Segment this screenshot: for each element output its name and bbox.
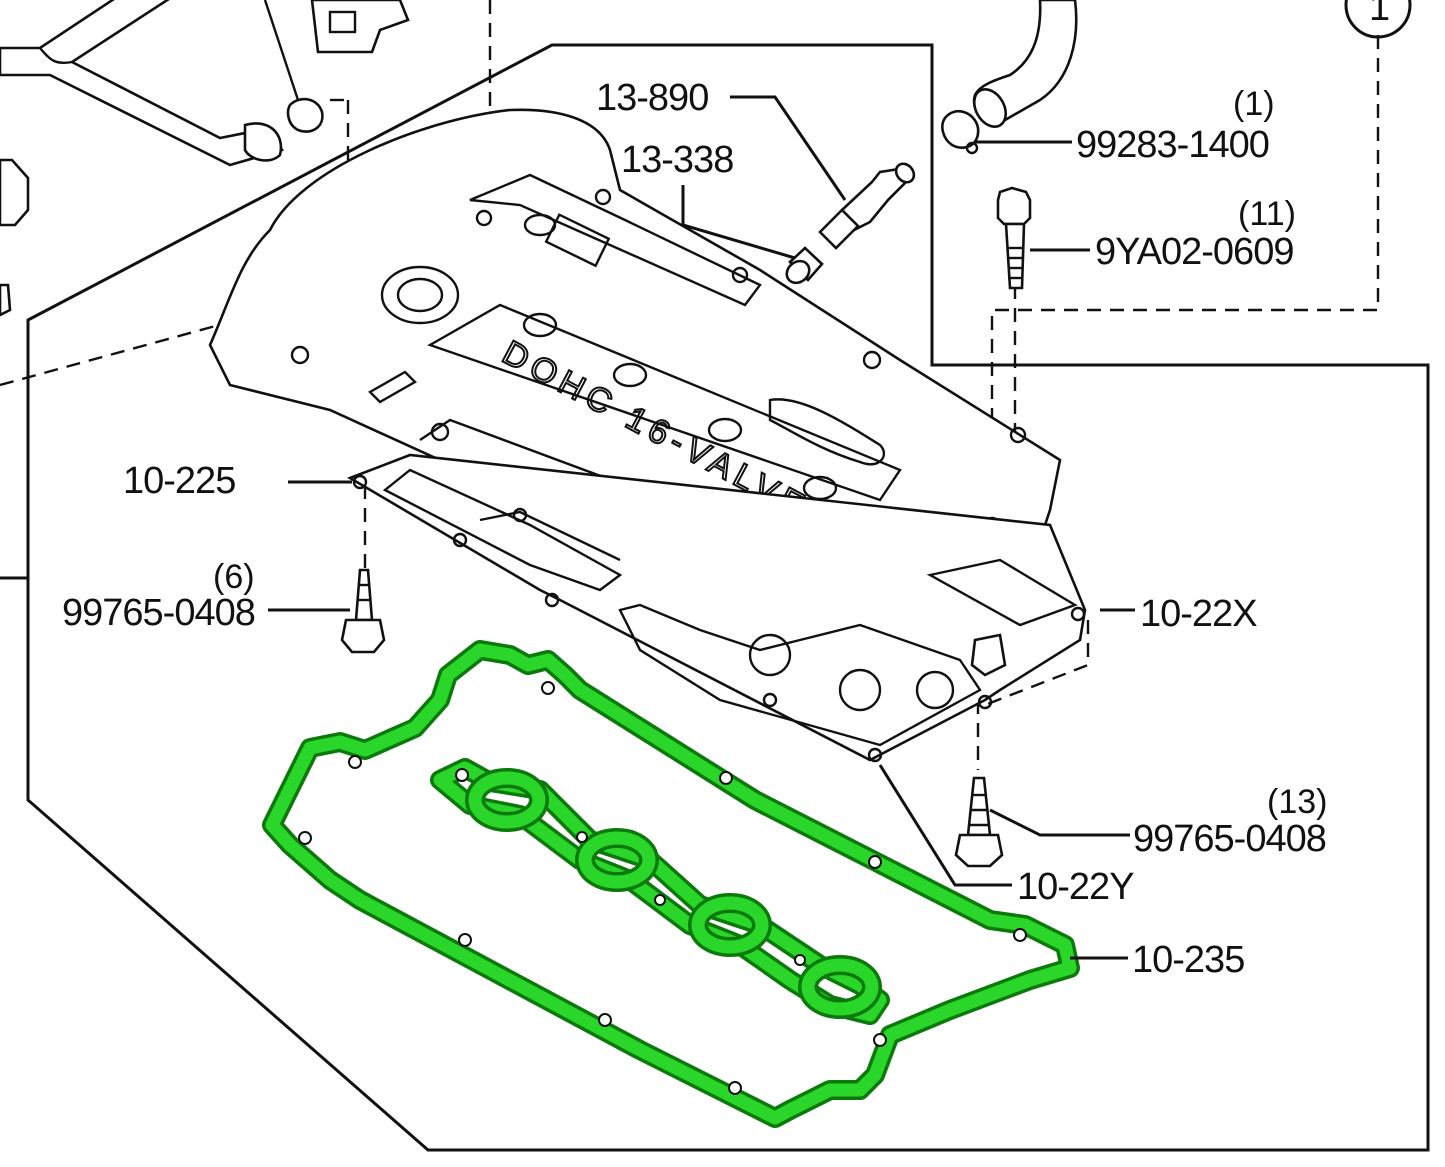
callout-13338: 13-338 [621, 139, 733, 181]
hose-top-right [972, 0, 1078, 128]
bolt-9ya020609 [996, 186, 1032, 290]
callout-1022x: 10-22X [1140, 593, 1257, 635]
bracket-top [310, 0, 410, 54]
group-boundary [26, 43, 1430, 1152]
callout-1022y: 10-22Y [1017, 866, 1134, 908]
reference-circle-label: 1 [1369, 0, 1389, 29]
clamp-left [286, 97, 324, 133]
callout-992831400-qty: (1) [1233, 85, 1275, 123]
callout-9ya020609-qty: (11) [1238, 195, 1296, 233]
callout-997650408-left: 99765-0408 [62, 592, 255, 634]
callout-9ya020609: 9YA02-0609 [1095, 231, 1293, 273]
hose-clamp-992831400 [941, 109, 980, 155]
screw-997650408-left [340, 568, 386, 654]
pcv-valve-13890 [818, 162, 916, 250]
callout-997650408-left-qty: (6) [213, 558, 255, 596]
head-cover-gasket-10235-highlighted [262, 640, 1080, 1128]
oil-cap [0, 158, 30, 317]
callout-997650408-right-qty: (13) [1267, 783, 1327, 821]
screw-997650408-right [954, 776, 1004, 868]
callout-992831400: 99283-1400 [1076, 124, 1269, 166]
callout-10225: 10-225 [123, 460, 235, 502]
callout-997650408-right: 99765-0408 [1133, 818, 1326, 860]
grommet-13338 [785, 246, 824, 285]
hose-top-left [0, 0, 284, 167]
head-cover-gasket-10225 [347, 453, 1087, 763]
callout-13890: 13-890 [596, 77, 708, 119]
reference-circle [1344, 0, 1412, 39]
callout-10235: 10-235 [1132, 939, 1244, 981]
